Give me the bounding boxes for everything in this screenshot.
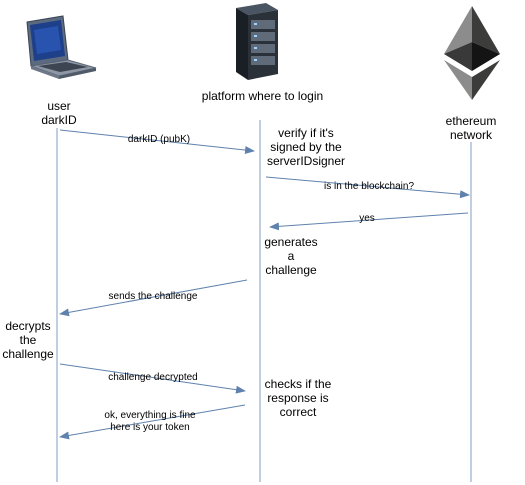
arrow-challenge-decrypted (59, 363, 246, 394)
laptop-icon (26, 15, 97, 79)
note-decrypts-challenge: decrypts the challenge (2, 319, 54, 361)
message-yes: yes (359, 213, 375, 224)
participant-platform-label: platform where to login (201, 89, 324, 103)
server-rack-icon (236, 3, 278, 80)
participant-ethereum-label: ethereum network (445, 114, 497, 142)
arrow-yes (269, 212, 469, 231)
note-checks-response: checks if the response is correct (264, 377, 332, 419)
ethereum-logo-icon (444, 6, 500, 100)
note-verify-signature: verify if it's signed by the serverIDsig… (266, 126, 346, 168)
arrow-sends-challenge (59, 279, 248, 317)
message-token: ok, everything is fine here is your toke… (104, 410, 196, 433)
arrow-token (59, 404, 246, 440)
participant-user-label: user darkID (41, 99, 77, 127)
message-is-in-blockchain: is in the blockchain? (323, 181, 415, 192)
note-generates-challenge: generates a challenge (264, 235, 318, 277)
message-sends-challenge: sends the challenge (108, 291, 198, 302)
message-challenge-decrypted: challenge decrypted (108, 372, 198, 383)
arrow-darkid-pubk (59, 129, 255, 155)
arrow-is-in-blockchain (265, 176, 470, 199)
message-darkid-pubk: darkID (pubK) (127, 134, 191, 145)
